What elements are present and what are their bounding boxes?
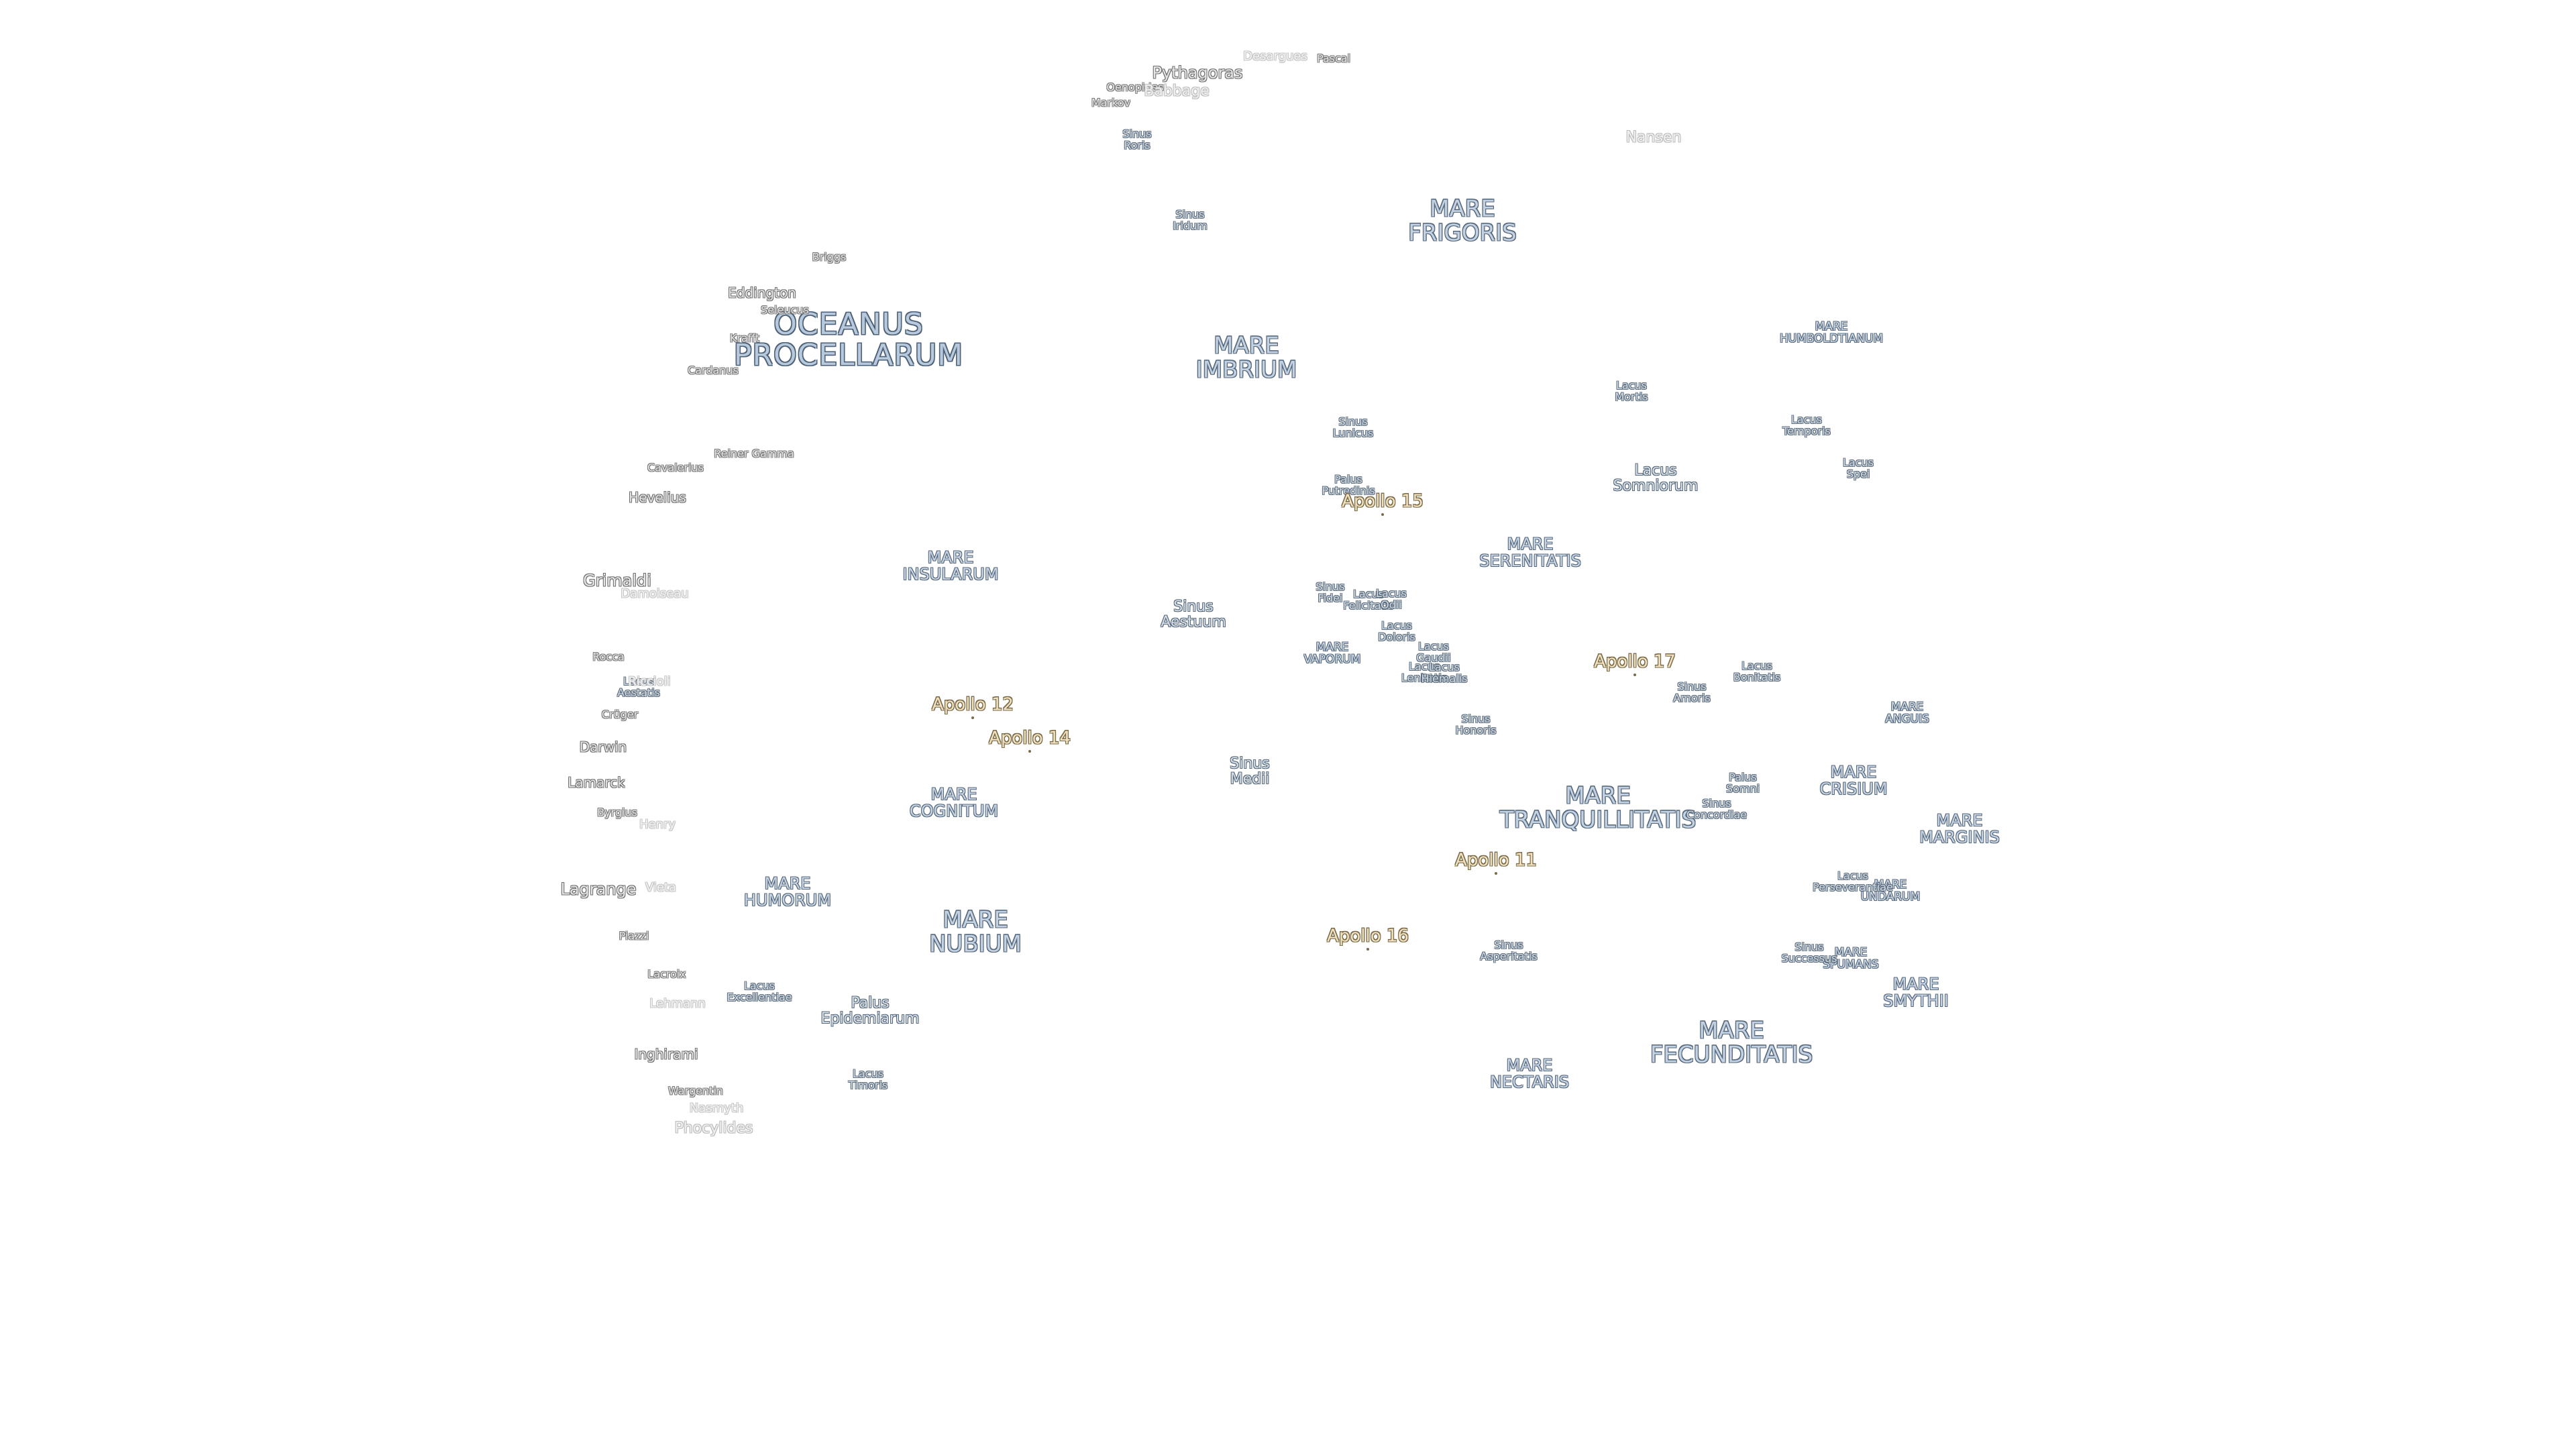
apollo-11-site-marker[interactable] <box>1495 872 1497 875</box>
label-pascal[interactable]: Pascal <box>1316 52 1351 65</box>
label-mare-nubium[interactable]: MARE NUBIUM <box>929 906 1022 957</box>
label-inghirami[interactable]: Inghirami <box>634 1046 698 1063</box>
label-wargentin[interactable]: Wargentin <box>668 1084 723 1097</box>
label-phocylides[interactable]: Phocylides <box>674 1120 753 1137</box>
label-damoiseau[interactable]: Damoiseau <box>621 586 689 601</box>
apollo-17-label[interactable]: Apollo 17 <box>1594 651 1676 672</box>
apollo-15-site-marker[interactable] <box>1381 513 1384 516</box>
label-lacus-doloris[interactable]: Lacus Doloris <box>1378 619 1415 643</box>
label-cardanus[interactable]: Cardanus <box>688 364 739 377</box>
apollo-16-site-marker[interactable] <box>1366 948 1369 951</box>
label-desargues[interactable]: Desargues <box>1243 49 1307 64</box>
label-reiner-gamma[interactable]: Reiner Gamma <box>714 447 794 460</box>
label-sinus-roris[interactable]: Sinus Roris <box>1122 127 1152 152</box>
label-sinus-honoris[interactable]: Sinus Honoris <box>1455 712 1497 737</box>
label-mare-serenitatis[interactable]: MARE SERENITATIS <box>1479 534 1581 570</box>
label-nasmyth[interactable]: Nasmyth <box>689 1101 744 1116</box>
label-henry[interactable]: Henry <box>639 817 676 832</box>
label-lacus-lenitatis[interactable]: Lacus Lenitatis <box>1401 660 1448 684</box>
label-sinus-amoris[interactable]: Sinus Amoris <box>1673 680 1711 704</box>
label-lacus-excellentiae[interactable]: Lacus Excellentiae <box>727 979 792 1004</box>
label-lacus-odii[interactable]: Lacus Odii <box>1376 587 1407 611</box>
label-markov[interactable]: Markov <box>1091 96 1131 109</box>
label-lacus-temporis[interactable]: Lacus Temporis <box>1782 413 1831 437</box>
label-vieta[interactable]: Vieta <box>645 880 677 895</box>
label-lacus-perseverantiae[interactable]: Lacus Perseverantiae <box>1813 869 1893 894</box>
label-briggs[interactable]: Briggs <box>812 250 847 264</box>
label-rocca[interactable]: Rocca <box>592 650 625 663</box>
label-sinus-concordiae[interactable]: Sinus Concordiae <box>1686 797 1748 821</box>
apollo-12-label[interactable]: Apollo 12 <box>932 694 1014 715</box>
label-hevelius[interactable]: Hevelius <box>629 489 686 506</box>
label-sinus-iridum[interactable]: Sinus Iridum <box>1173 208 1208 232</box>
label-cavalerius[interactable]: Cavalerius <box>647 461 704 474</box>
apollo-15-label[interactable]: Apollo 15 <box>1342 491 1424 512</box>
label-oenopides[interactable]: Oenopides <box>1106 80 1164 94</box>
label-mare-anguis[interactable]: MARE ANGUIS <box>1885 700 1929 726</box>
label-lacus-gaudii[interactable]: Lacus Gaudii <box>1416 640 1451 664</box>
label-sinus-successus[interactable]: Sinus Successus <box>1781 941 1837 965</box>
label-lehmann[interactable]: Lehmann <box>649 996 706 1011</box>
label-palus-putredinis[interactable]: Palus Putredinis <box>1322 473 1375 497</box>
label-sinus-fidei[interactable]: Sinus Fidei <box>1316 580 1345 604</box>
label-lacus-felicitatis[interactable]: Lacus Felicitatis <box>1343 588 1394 612</box>
label-mare-crisium[interactable]: MARE CRISIUM <box>1819 762 1888 798</box>
label-mare-frigoris[interactable]: MARE FRIGORIS <box>1408 195 1517 246</box>
label-sinus-medii[interactable]: Sinus Medii <box>1230 755 1270 788</box>
label-mare-nectaris[interactable]: MARE NECTARIS <box>1489 1055 1570 1091</box>
label-seleucus[interactable]: Seleucus <box>761 303 809 317</box>
label-babbage[interactable]: Babbage <box>1144 83 1210 100</box>
apollo-16-label[interactable]: Apollo 16 <box>1327 926 1409 947</box>
label-lacus-aestatis[interactable]: Lacus Aestatis <box>617 675 660 699</box>
label-cruger[interactable]: Crüger <box>601 708 639 721</box>
label-lacus-timoris[interactable]: Lacus Timoris <box>848 1067 888 1091</box>
apollo-11-label[interactable]: Apollo 11 <box>1455 850 1537 871</box>
label-lacroix[interactable]: Lacroix <box>647 967 686 981</box>
apollo-14-site-marker[interactable] <box>1028 750 1031 753</box>
label-riccioli[interactable]: Riccioli <box>628 674 671 689</box>
label-mare-humboldtianum[interactable]: MARE HUMBOLDTIANUM <box>1779 320 1884 345</box>
label-mare-cognitum[interactable]: MARE COGNITUM <box>909 784 999 820</box>
label-oceanus-procellarum[interactable]: OCEANUS PROCELLARUM <box>733 307 964 372</box>
label-mare-smythii[interactable]: MARE SMYTHII <box>1883 974 1949 1010</box>
apollo-12-site-marker[interactable] <box>971 716 974 719</box>
label-lacus-mortis[interactable]: Lacus Mortis <box>1615 379 1648 403</box>
label-palus-epidemiarum[interactable]: Palus Epidemiarum <box>820 994 920 1027</box>
label-byrgius[interactable]: Byrgius <box>597 806 637 819</box>
label-mare-undarum[interactable]: MARE UNDARUM <box>1860 878 1921 904</box>
label-palus-somni[interactable]: Palus Somni <box>1725 771 1760 795</box>
label-lacus-spei[interactable]: Lacus Spei <box>1843 456 1874 480</box>
label-mare-spumans[interactable]: MARE SPUMANS <box>1823 946 1879 971</box>
label-lacus-hiemalis[interactable]: Lacus Hiemalis <box>1421 661 1468 685</box>
label-darwin[interactable]: Darwin <box>579 739 627 755</box>
label-lagrange[interactable]: Lagrange <box>560 879 637 899</box>
label-sinus-asperitatis[interactable]: Sinus Asperitatis <box>1480 938 1538 963</box>
label-lacus-bonitatis[interactable]: Lacus Bonitatis <box>1733 659 1781 684</box>
label-sinus-lunicus[interactable]: Sinus Lunicus <box>1332 415 1374 439</box>
label-nansen[interactable]: Nansen <box>1625 129 1682 146</box>
label-sinus-aestuum[interactable]: Sinus Aestuum <box>1161 598 1226 631</box>
apollo-17-site-marker[interactable] <box>1633 674 1636 676</box>
label-pythagoras[interactable]: Pythagoras <box>1152 63 1243 83</box>
apollo-14-label[interactable]: Apollo 14 <box>989 728 1071 749</box>
label-eddington[interactable]: Eddington <box>728 284 796 301</box>
label-mare-fecunditatis[interactable]: MARE FECUNDITATIS <box>1650 1017 1813 1068</box>
label-mare-vaporum[interactable]: MARE VAPORUM <box>1303 641 1361 666</box>
label-piazzi[interactable]: Piazzi <box>619 929 649 943</box>
label-mare-humorum[interactable]: MARE HUMORUM <box>743 873 832 910</box>
label-krafft[interactable]: Krafft <box>729 331 760 345</box>
label-mare-marginis[interactable]: MARE MARGINIS <box>1919 810 2000 847</box>
label-grimaldi[interactable]: Grimaldi <box>583 571 651 590</box>
label-mare-insularum[interactable]: MARE INSULARUM <box>902 547 999 584</box>
label-mare-imbrium[interactable]: MARE IMBRIUM <box>1195 332 1297 383</box>
label-lamarck[interactable]: Lamarck <box>568 774 625 791</box>
label-lacus-somniorum[interactable]: Lacus Somniorum <box>1613 462 1699 494</box>
label-mare-tranquillitatis[interactable]: MARE TRANQUILLITATIS <box>1499 782 1697 833</box>
